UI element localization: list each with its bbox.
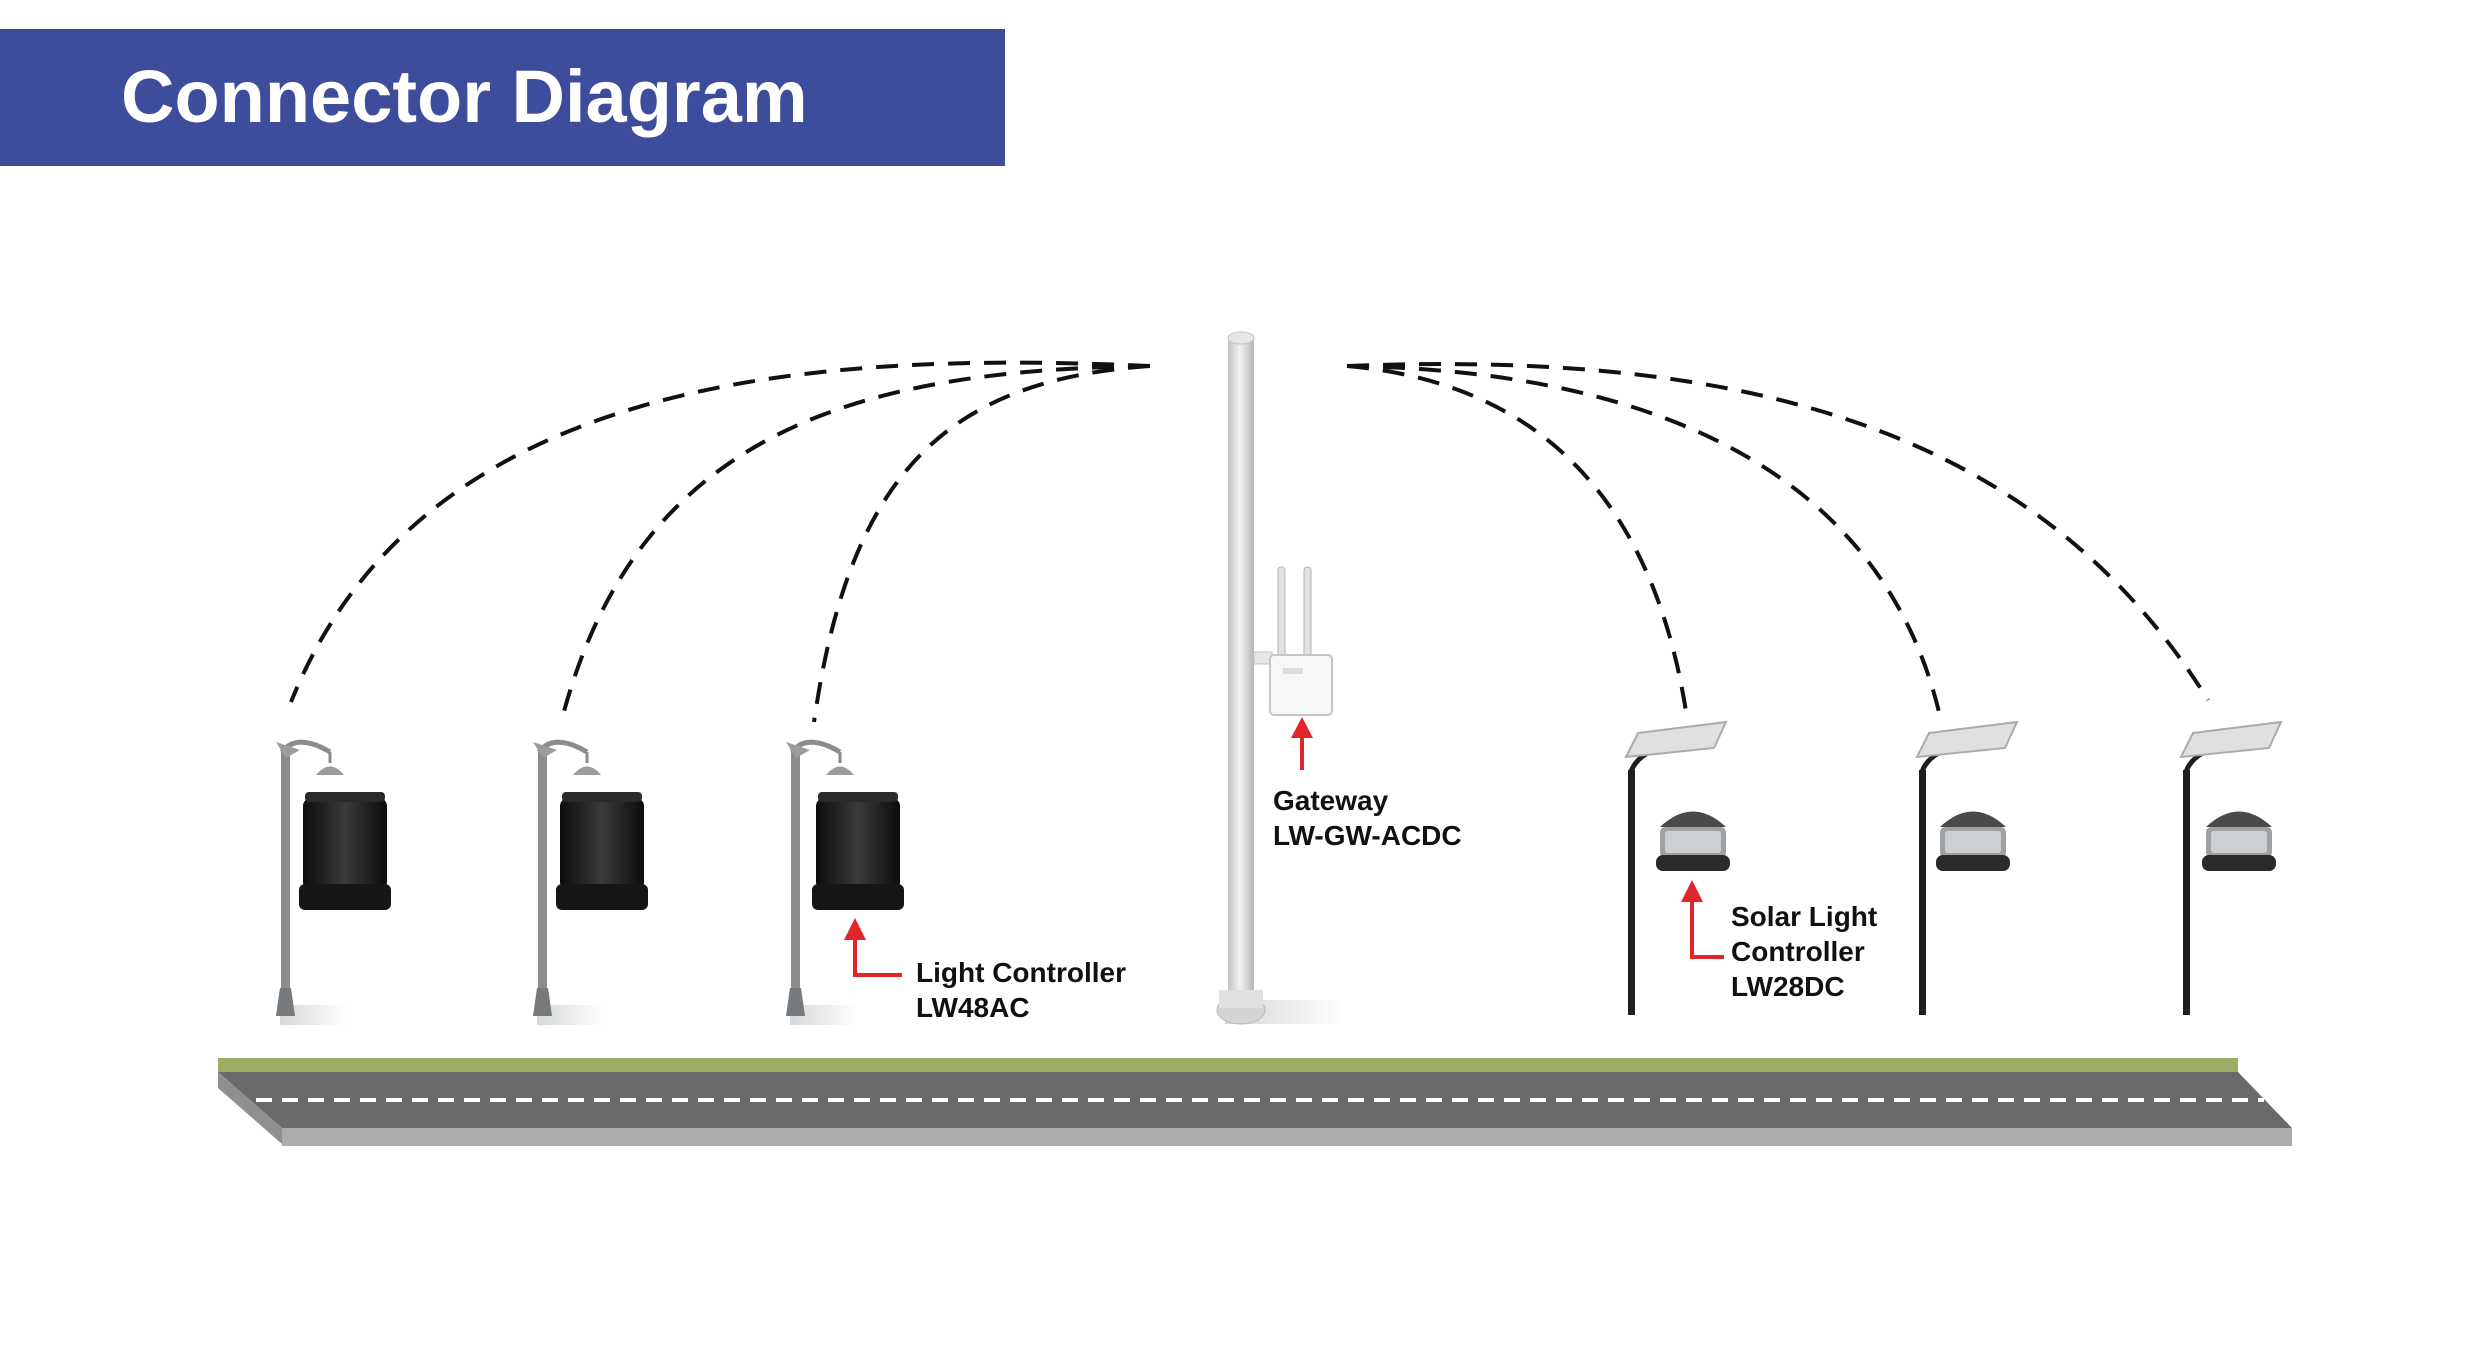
link-lamp-2 [561, 364, 1151, 716]
solar-light-controller-device [1656, 811, 1730, 871]
gateway-pole [1216, 331, 1345, 1025]
solar-lamp-1 [1624, 720, 1730, 1015]
solar-controller-label-line1: Solar Light [1731, 901, 1877, 932]
solar-lamp-2 [1915, 720, 2019, 1015]
light-controller-label: Light Controller [916, 957, 1126, 988]
light-controller-device [556, 792, 648, 910]
solar-controller-callout: Solar Light Controller LW28DC [1681, 880, 1877, 1002]
road-grass-strip [218, 1058, 2238, 1072]
link-solar-2 [1346, 364, 1941, 713]
light-controller-model: LW48AC [916, 992, 1030, 1023]
street-lamp-2 [533, 739, 648, 1025]
link-lamp-3 [812, 364, 1151, 723]
light-controller-device [299, 792, 391, 910]
solar-controller-model: LW28DC [1731, 971, 1845, 1002]
light-controller-device [812, 792, 904, 910]
street-lamp-3 [786, 739, 904, 1025]
gateway-model: LW-GW-ACDC [1273, 820, 1462, 851]
gateway-label: Gateway [1273, 785, 1389, 816]
link-solar-3 [1346, 362, 2210, 702]
solar-controller-label-line2: Controller [1731, 936, 1865, 967]
solar-light-controller-device [2202, 811, 2276, 871]
gateway-device [1253, 566, 1333, 716]
wireless-links [289, 360, 2210, 723]
road [218, 1058, 2292, 1146]
page-title: Connector Diagram [121, 55, 808, 138]
light-controller-callout: Light Controller LW48AC [844, 918, 1126, 1023]
solar-lamp-3 [2179, 720, 2283, 1015]
road-curb [282, 1128, 2292, 1146]
road-side-face [218, 1072, 282, 1144]
title-banner: Connector Diagram [0, 29, 1005, 166]
link-solar-1 [1346, 364, 1689, 719]
gateway-callout: Gateway LW-GW-ACDC [1273, 717, 1462, 851]
solar-light-controller-device [1936, 811, 2010, 871]
link-lamp-1 [289, 360, 1151, 703]
street-lamp-1 [276, 739, 391, 1025]
